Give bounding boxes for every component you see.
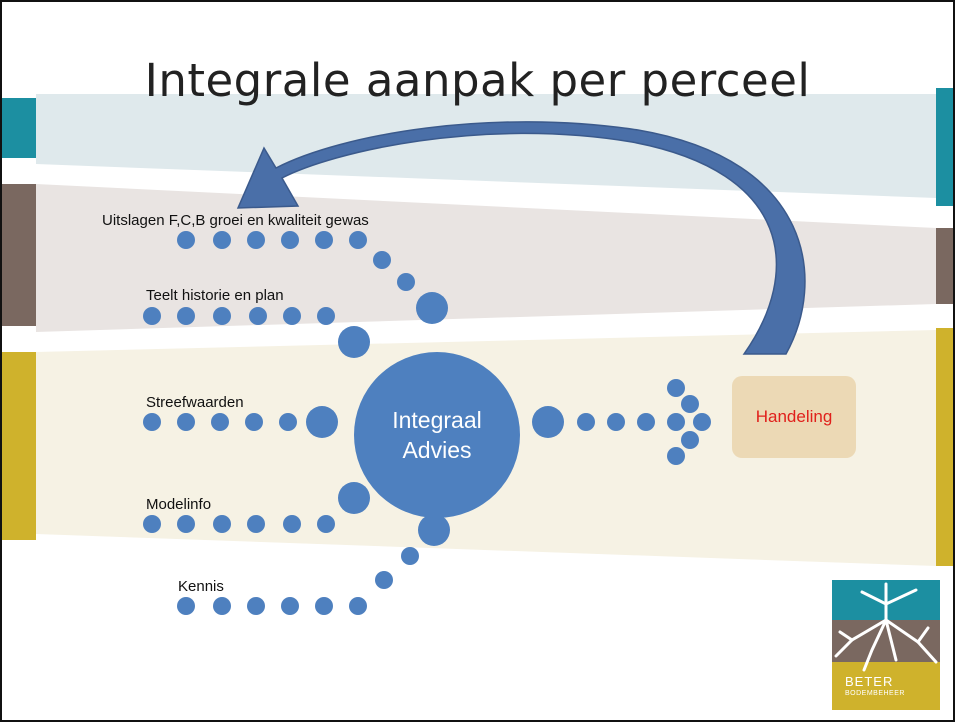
dot — [177, 597, 195, 615]
dot — [349, 597, 367, 615]
dot — [177, 413, 195, 431]
input-label-teelt: Teelt historie en plan — [146, 287, 284, 304]
dot — [213, 307, 231, 325]
input-label-streefwaarden: Streefwaarden — [146, 394, 244, 411]
dot — [667, 379, 685, 397]
dot — [416, 292, 448, 324]
dot — [681, 395, 699, 413]
input-label-modelinfo: Modelinfo — [146, 496, 212, 513]
dot — [279, 413, 297, 431]
dot — [315, 597, 333, 615]
dot — [607, 413, 625, 431]
dot — [211, 413, 229, 431]
dot — [283, 515, 301, 533]
band-yellow-accent-right — [936, 328, 953, 566]
logo-text-line2: BODEMBEHEER — [845, 690, 905, 697]
dots-streefwaarden — [143, 406, 338, 438]
dot — [306, 406, 338, 438]
dot — [177, 231, 195, 249]
band-teal-accent-left — [2, 98, 36, 158]
slide-title: Integrale aanpak per perceel — [144, 54, 811, 107]
beter-bodembeheer-logo — [832, 580, 940, 710]
action-label: Handeling — [755, 407, 833, 426]
dot — [373, 251, 391, 269]
dot — [317, 515, 335, 533]
dots-modelinfo — [143, 482, 370, 533]
logo-text-line1: BETER — [845, 674, 894, 689]
band-brown-accent-left — [2, 184, 36, 326]
dot — [532, 406, 564, 438]
dot — [177, 307, 195, 325]
input-label-uitslagen: Uitslagen F,C,B groei en kwaliteit gewas — [102, 212, 369, 229]
dot — [667, 447, 685, 465]
center-label-line1: Integraal — [392, 407, 482, 433]
dot — [317, 307, 335, 325]
dot — [375, 571, 393, 589]
dots-uitslagen — [177, 231, 448, 324]
dots-teelt — [143, 307, 370, 358]
dot — [315, 231, 333, 249]
dots-output — [532, 379, 711, 465]
center-circle — [354, 352, 520, 518]
dot — [577, 413, 595, 431]
dot — [177, 515, 195, 533]
dot — [667, 413, 685, 431]
dot — [245, 413, 263, 431]
dot — [418, 514, 450, 546]
dot — [213, 597, 231, 615]
logo-band-brown — [832, 620, 940, 662]
dots-kennis — [177, 514, 450, 615]
feedback-arrow — [236, 121, 806, 355]
dot — [338, 326, 370, 358]
center-label-line2: Advies — [402, 437, 472, 463]
dot — [281, 231, 299, 249]
dot — [143, 413, 161, 431]
band-teal — [36, 94, 936, 198]
dot — [143, 307, 161, 325]
band-yellow-accent-left — [2, 352, 36, 540]
action-box: Handeling — [732, 376, 856, 458]
dot — [681, 431, 699, 449]
dot — [637, 413, 655, 431]
logo-band-yellow — [832, 662, 940, 710]
dot — [249, 307, 267, 325]
center-label: Integraal Advies — [354, 352, 520, 518]
dot — [247, 515, 265, 533]
input-label-kennis: Kennis — [178, 578, 224, 595]
dot — [281, 597, 299, 615]
dot — [213, 515, 231, 533]
band-teal-accent-right — [936, 88, 953, 206]
dot — [349, 231, 367, 249]
band-brown-accent-right — [936, 228, 953, 304]
dot — [693, 413, 711, 431]
dot — [213, 231, 231, 249]
dot — [143, 515, 161, 533]
dot — [283, 307, 301, 325]
dot — [397, 273, 415, 291]
dot — [247, 231, 265, 249]
dot — [401, 547, 419, 565]
band-brown — [36, 184, 936, 332]
dot — [338, 482, 370, 514]
logo-roots-icon — [834, 582, 938, 672]
dot — [247, 597, 265, 615]
